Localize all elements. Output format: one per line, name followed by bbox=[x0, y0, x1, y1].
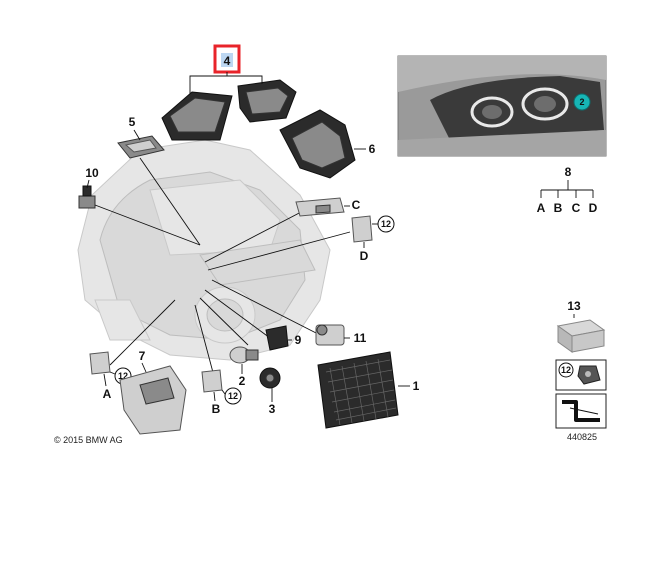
tree-letter-B: B bbox=[554, 201, 563, 215]
callout-12-side-circle bbox=[558, 362, 574, 378]
callout-10: 10 bbox=[85, 166, 99, 180]
part-11-motor bbox=[315, 324, 345, 346]
part-C-bracket bbox=[295, 197, 345, 217]
part-3-socket bbox=[259, 367, 281, 389]
part-4-covers bbox=[161, 79, 297, 141]
tree-letter-C: C bbox=[572, 201, 581, 215]
tree-letter-A: A bbox=[537, 201, 546, 215]
inset-marker-circle bbox=[573, 93, 591, 111]
inset-marker-2: 2 bbox=[579, 97, 584, 107]
callout-6: 6 bbox=[369, 142, 376, 156]
part-5-module bbox=[117, 135, 165, 159]
callout-5: 5 bbox=[129, 115, 136, 129]
headlight-housing bbox=[77, 139, 331, 361]
letter-C: C bbox=[352, 198, 361, 212]
part-1-control-unit bbox=[317, 351, 399, 429]
part-13-block bbox=[556, 319, 606, 353]
kit-wire-icon bbox=[562, 400, 600, 422]
callout-12-side: 12 bbox=[561, 365, 571, 375]
callout-2: 2 bbox=[239, 374, 246, 388]
part-7-bracket bbox=[119, 365, 187, 435]
callout-3: 3 bbox=[269, 402, 276, 416]
callout-11: 11 bbox=[354, 331, 367, 345]
diagram-number: 440825 bbox=[567, 432, 597, 442]
callout-13: 13 bbox=[567, 299, 581, 313]
part-12-clip bbox=[577, 365, 601, 385]
callout-12-A: 12 bbox=[118, 371, 128, 381]
letter-A: A bbox=[103, 387, 112, 401]
part-D-bracket bbox=[351, 215, 373, 243]
callout-9: 9 bbox=[295, 333, 302, 347]
part-A-bracket bbox=[89, 351, 111, 375]
letter-B: B bbox=[212, 402, 221, 416]
callout-12-B-circle bbox=[224, 387, 242, 405]
callout-8: 8 bbox=[565, 165, 572, 179]
copyright-text: © 2015 BMW AG bbox=[54, 435, 123, 445]
part-6-reflector bbox=[279, 109, 356, 179]
part-2-bulb bbox=[229, 346, 259, 364]
callout-1: 1 bbox=[413, 379, 420, 393]
part-B-bracket bbox=[201, 369, 223, 393]
callout-4: 4 bbox=[224, 54, 231, 68]
tree-letter-D: D bbox=[589, 201, 598, 215]
inset-vehicle-view bbox=[397, 55, 607, 157]
part-10-screw bbox=[78, 185, 96, 209]
callout-12-B: 12 bbox=[228, 391, 238, 401]
kit-box bbox=[555, 393, 607, 429]
callout-7: 7 bbox=[139, 349, 146, 363]
callout-12-D: 12 bbox=[381, 219, 391, 229]
part-9-cap bbox=[265, 325, 289, 351]
letter-D: D bbox=[360, 249, 369, 263]
